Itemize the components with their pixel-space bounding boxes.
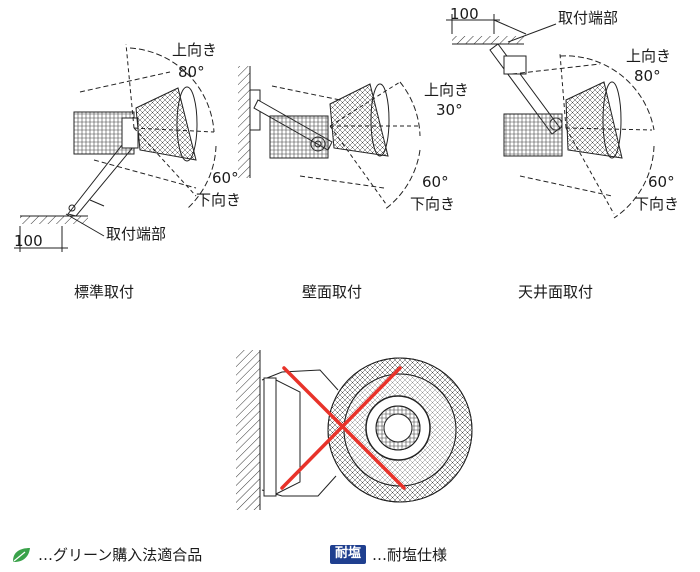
wall-up-angle: 30°: [436, 101, 463, 119]
ceiling-mount-label: 取付端部: [558, 9, 619, 27]
prohibited-cross-mark: [280, 366, 406, 490]
wall-mount-diagram: [238, 66, 421, 211]
legend-salt: 耐塩 …耐塩仕様: [330, 544, 447, 565]
standard-mount-label: 取付端部: [106, 225, 167, 243]
standard-caption: 標準取付: [74, 283, 135, 301]
wall-down-label: 下向き: [410, 195, 456, 213]
standard-dimension: 100: [14, 232, 43, 250]
legend-green-text: …グリーン購入法適合品: [38, 546, 203, 564]
standard-up-label: 上向き: [172, 41, 218, 59]
leaf-icon: [13, 547, 30, 562]
wall-down-angle: 60°: [422, 173, 449, 191]
ceiling-up-label: 上向き: [626, 47, 672, 65]
wall-up-label: 上向き: [424, 81, 470, 99]
ceiling-dimension: 100: [450, 5, 479, 23]
ceiling-caption: 天井面取付: [518, 283, 594, 301]
legend-green: …グリーン購入法適合品: [10, 544, 202, 565]
standard-mount-diagram: [14, 43, 217, 252]
ceiling-down-label: 下向き: [634, 195, 680, 213]
ceiling-mount-diagram: [446, 14, 655, 219]
ceiling-up-angle: 80°: [634, 67, 661, 85]
ceiling-down-angle: 60°: [648, 173, 675, 191]
salt-badge: 耐塩: [330, 545, 367, 564]
legend-salt-text: …耐塩仕様: [372, 546, 448, 564]
standard-down-angle: 60°: [212, 169, 239, 187]
standard-down-label: 下向き: [196, 191, 242, 209]
wall-caption: 壁面取付: [302, 283, 363, 301]
standard-up-angle: 80°: [178, 63, 205, 81]
prohibited-mount-diagram: [236, 350, 473, 510]
